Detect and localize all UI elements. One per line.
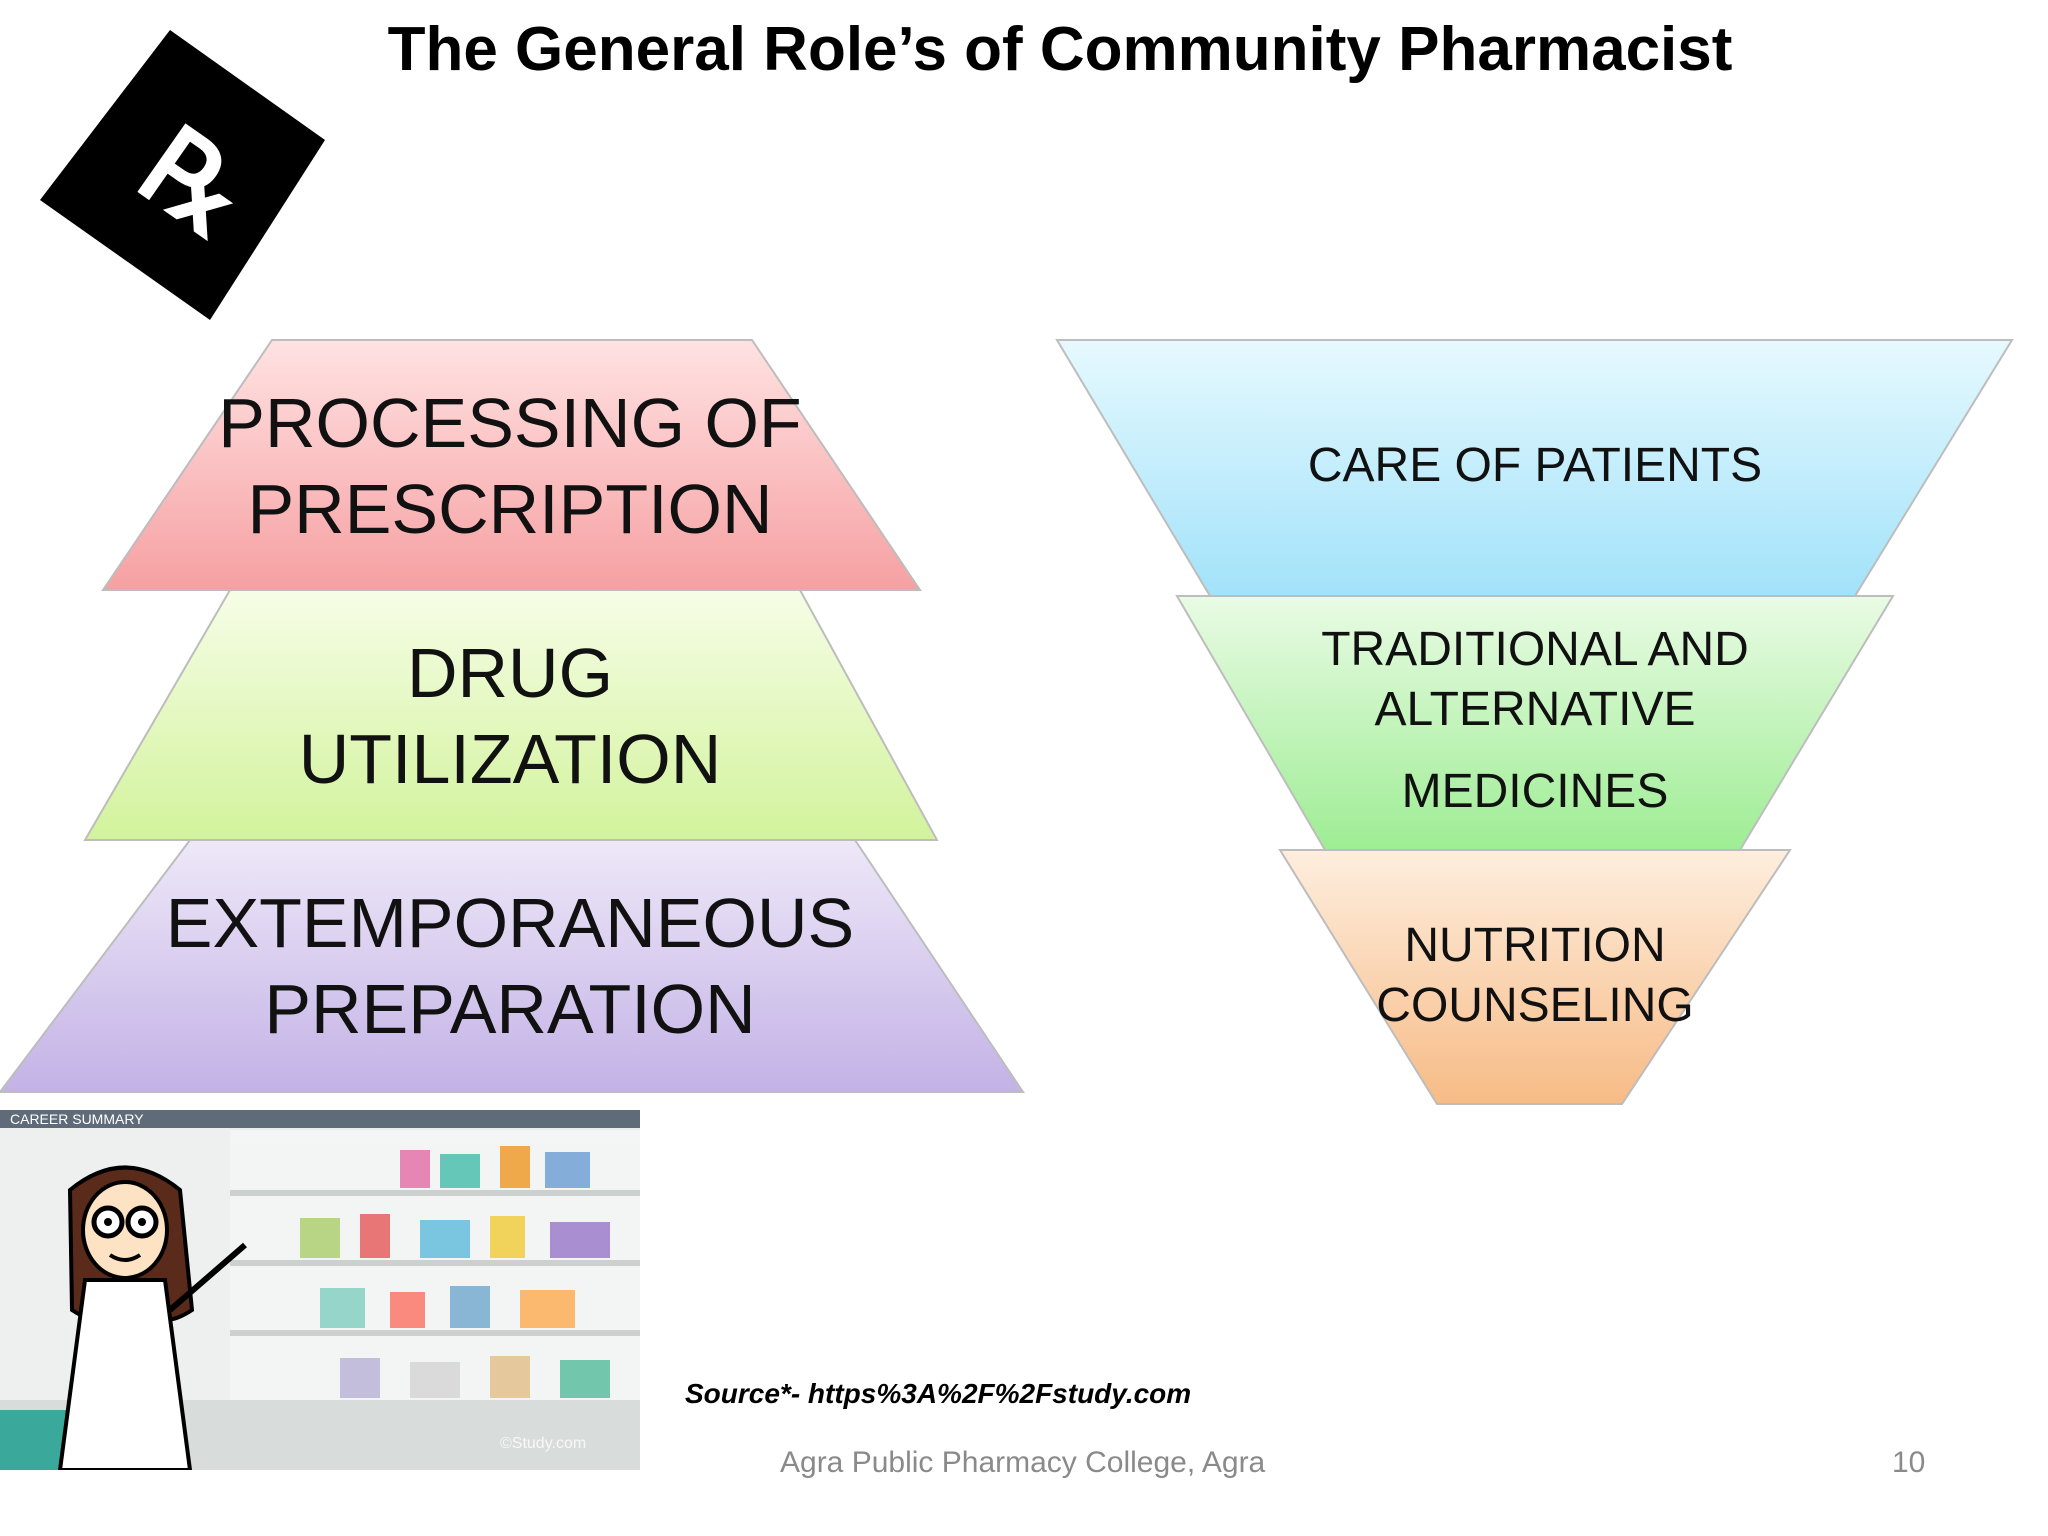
- pyramid-label-3-line1: EXTEMPORANEOUS: [165, 884, 855, 962]
- funnel-label-1: CARE OF PATIENTS: [1235, 436, 1835, 496]
- funnel-label-2-line2: ALTERNATIVE: [1374, 683, 1696, 736]
- slide-title: The General Role’s of Community Pharmaci…: [387, 15, 1733, 84]
- funnel-label-3-line1: NUTRITION: [1404, 919, 1666, 972]
- pyramid-label-2: DRUG UTILIZATION: [170, 630, 850, 802]
- pharmacy-image: CAREER SUMMARY ©Study.com: [0, 1110, 640, 1470]
- pyramid-label-3: EXTEMPORANEOUS PREPARATION: [130, 880, 890, 1052]
- rx-symbol-icon: ℞: [40, 30, 325, 320]
- pyramid-label-1-line2: PRESCRIPTION: [247, 470, 773, 548]
- pyramid-tier-1: [101, 339, 922, 591]
- funnel-label-1-line1: CARE OF PATIENTS: [1307, 439, 1763, 492]
- pyramid-tier-3: [0, 839, 1025, 1093]
- diagram-shapes: [0, 339, 2014, 1105]
- page-number: 10: [1892, 1446, 1926, 1479]
- funnel-tier-3: [1278, 849, 1792, 1105]
- funnel-label-3: NUTRITION COUNSELING: [1235, 916, 1835, 1036]
- funnel-label-2: TRADITIONAL AND ALTERNATIVE MEDICINES: [1235, 620, 1835, 822]
- pyramid-label-1: PROCESSING OF PRESCRIPTION: [170, 380, 850, 552]
- funnel-label-2-line3: MEDICINES: [1401, 765, 1669, 818]
- pyramid-tier-2: [83, 589, 939, 841]
- pyramid-label-3-line2: PREPARATION: [264, 970, 756, 1048]
- funnel-label-2-line1: TRADITIONAL AND: [1321, 623, 1749, 676]
- funnel-label-3-line2: COUNSELING: [1376, 979, 1694, 1032]
- pyramid-label-2-line1: DRUG: [406, 634, 614, 712]
- image-watermark: ©Study.com: [500, 1435, 586, 1452]
- footer-text: Agra Public Pharmacy College, Agra: [780, 1446, 1266, 1479]
- pyramid-label-1-line1: PROCESSING OF: [218, 384, 802, 462]
- image-banner: CAREER SUMMARY: [10, 1111, 144, 1127]
- pyramid-label-2-line2: UTILIZATION: [298, 720, 722, 798]
- source-citation: Source*- https%3A%2F%2Fstudy.com: [685, 1378, 1192, 1409]
- pharmacist-cartoon-icon: [57, 1165, 247, 1470]
